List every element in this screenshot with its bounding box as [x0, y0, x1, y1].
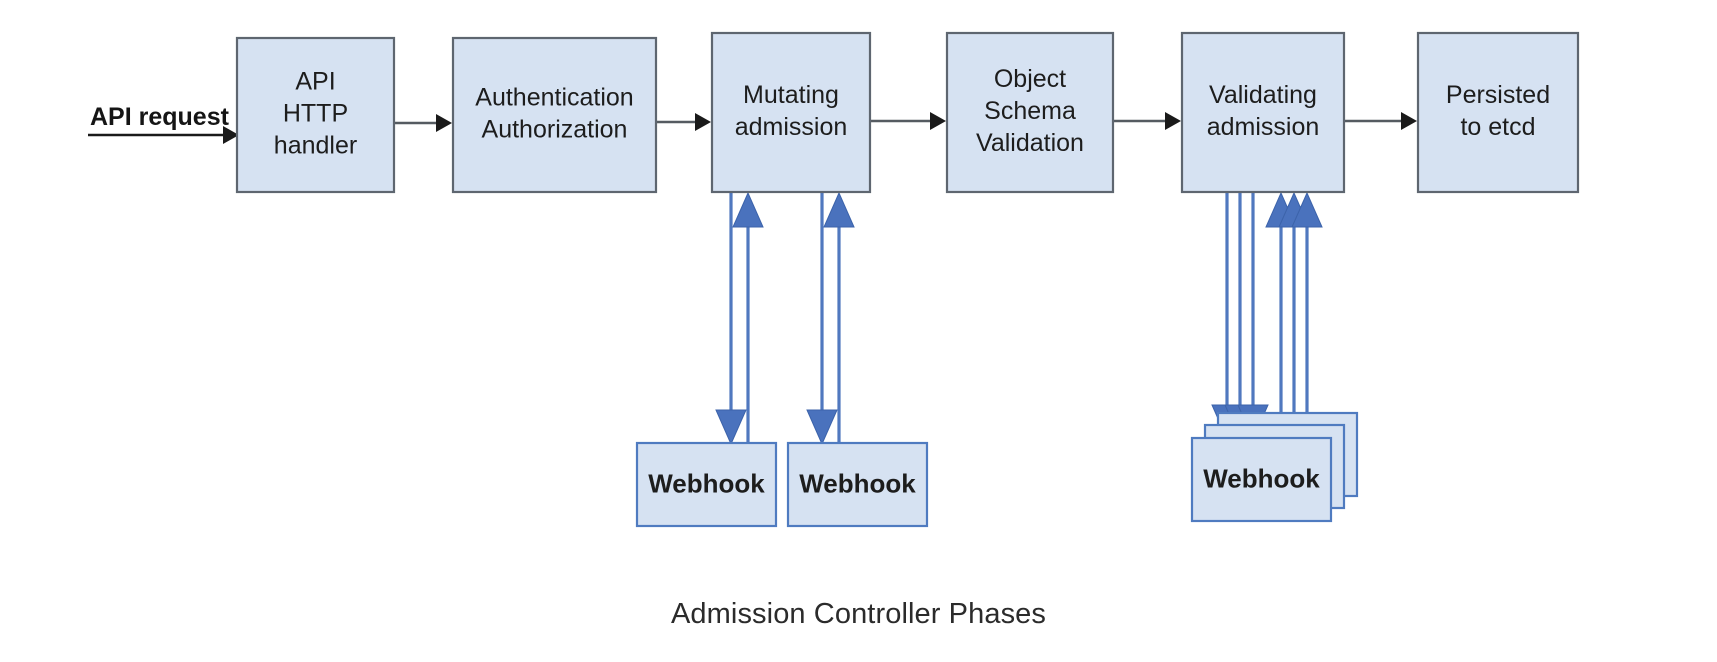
phase-label-line: Validating: [1209, 81, 1317, 109]
phase-label-line: Persisted: [1446, 81, 1550, 109]
arrow-down-icon: [715, 409, 747, 446]
phase-label-line: Authorization: [482, 116, 628, 144]
webhook-call-pair-mutating-webhooks-1: [806, 191, 855, 446]
webhook-call-pair-validating-webhooks-1: [1224, 191, 1310, 450]
phase-label-line: Authentication: [475, 84, 633, 112]
connector-handler-to-auth: [394, 114, 452, 132]
phase-box-shape: [710, 31, 872, 194]
phase-box-api-http-handler[interactable]: API HTTP handler: [235, 36, 396, 194]
phase-label-line: admission: [1207, 113, 1320, 141]
webhook-box-shape: [635, 441, 778, 528]
phase-label-line: to etcd: [1460, 113, 1535, 141]
phase-box-shape: [945, 31, 1115, 194]
arrow-up-icon: [823, 191, 855, 228]
diagram-caption: Admission Controller Phases: [670, 598, 1047, 630]
webhook-box-shape: [1190, 436, 1333, 523]
connector-validating-to-etcd: [1344, 112, 1417, 130]
arrow-right-icon: [1401, 112, 1417, 130]
webhook-label: Webhook: [1203, 463, 1320, 493]
arrow-right-icon: [695, 113, 711, 131]
webhook-call-pair-mutating-webhooks-0: [715, 191, 764, 446]
phase-connectors: [394, 112, 1417, 132]
api-request-connector: API request: [88, 103, 239, 144]
phase-boxes: API HTTP handler AuthenticationAuthorizatio…: [235, 31, 1580, 194]
arrow-right-icon: [930, 112, 946, 130]
api-request-label: API request: [90, 103, 230, 131]
arrow-up-icon: [1291, 191, 1323, 228]
phase-box-shape: [1180, 31, 1346, 194]
phase-label-line: Validation: [976, 129, 1084, 157]
webhook-connectors: [715, 191, 1323, 450]
api-request-entry: API request: [88, 103, 239, 144]
phase-box-shape: [235, 36, 396, 194]
webhook-label: Webhook: [799, 468, 916, 498]
arrow-down-icon: [806, 409, 838, 446]
webhook-boxes: Webhook Webhook Webhook: [635, 411, 1359, 528]
phase-label-line: Schema: [984, 97, 1076, 125]
phase-box-persisted-to-etcd[interactable]: Persisted to etcd: [1416, 31, 1580, 194]
phase-box-shape: [1416, 31, 1580, 194]
connector-mutating-to-schema: [870, 112, 946, 130]
arrow-right-icon: [223, 126, 239, 144]
phase-label-line: admission: [735, 113, 848, 141]
phase-box-validating-admission[interactable]: Validating admission: [1180, 31, 1346, 194]
webhook-label: Webhook: [648, 468, 765, 498]
phase-label-line: HTTP: [283, 100, 348, 128]
phase-box-shape: [451, 36, 658, 194]
webhook-box-mutating-webhook-1[interactable]: Webhook: [635, 441, 778, 528]
arrow-right-icon: [1165, 112, 1181, 130]
phase-label-line: Mutating: [743, 81, 839, 109]
arrow-right-icon: [436, 114, 452, 132]
webhook-box-validating-webhook-1[interactable]: Webhook: [1190, 436, 1333, 523]
arrow-up-icon: [732, 191, 764, 228]
webhook-box-mutating-webhook-2[interactable]: Webhook: [786, 441, 929, 528]
connector-schema-to-validating: [1113, 112, 1181, 130]
phase-label-line: handler: [274, 132, 357, 160]
webhook-box-shape: [786, 441, 929, 528]
phase-label-line: API: [295, 68, 335, 96]
phase-label-line: Object: [994, 65, 1066, 93]
connector-auth-to-mutating: [656, 113, 711, 131]
phase-box-mutating-admission[interactable]: Mutating admission: [710, 31, 872, 194]
